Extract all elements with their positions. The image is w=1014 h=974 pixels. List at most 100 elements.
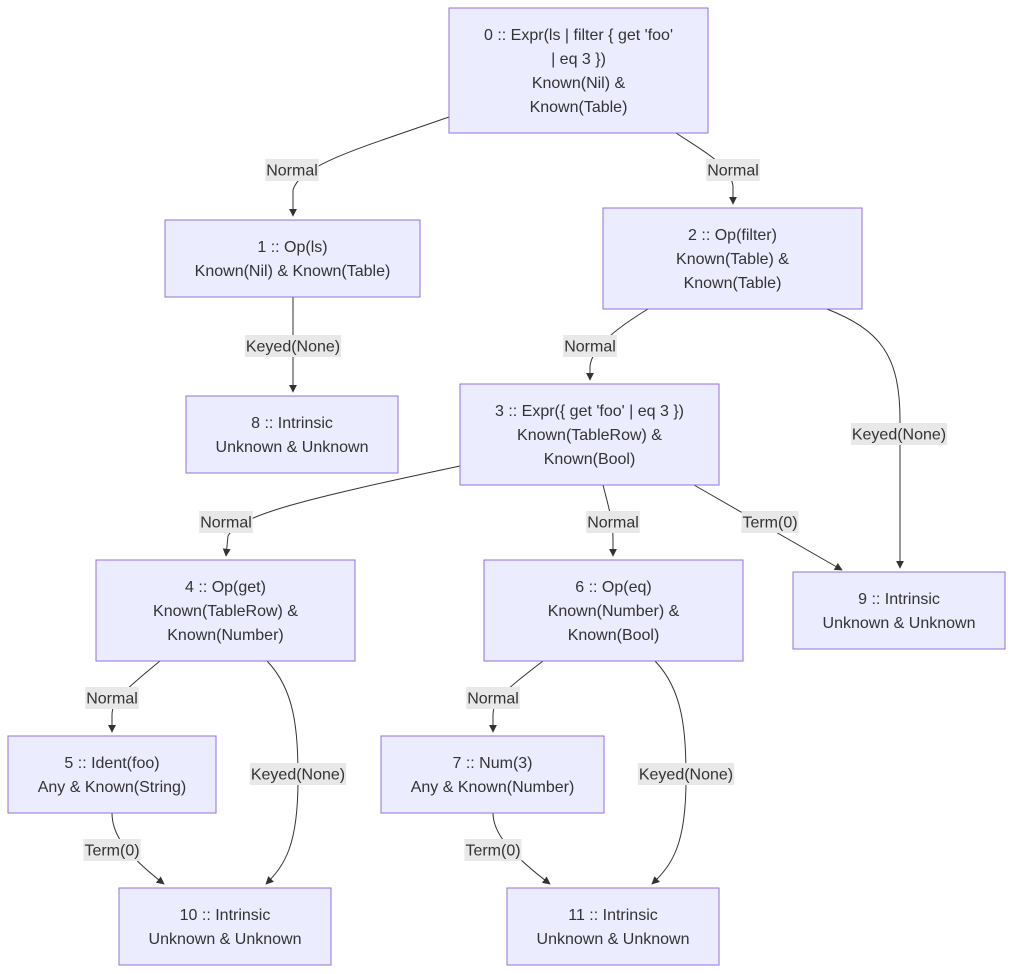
node-box — [7, 735, 217, 814]
node-box — [448, 7, 709, 134]
node-text-line: 3 :: Expr({ get 'foo' | eq 3 }) — [495, 403, 684, 420]
edge-label-n7-n11: Term(0) — [464, 839, 522, 861]
node-text-line: Known(Number) — [167, 627, 283, 644]
edge-label-background — [706, 159, 760, 181]
node-7: 7 :: Num(3)Any & Known(Number) — [380, 735, 605, 814]
edge-label-background — [466, 687, 520, 709]
node-5: 5 :: Ident(foo)Any & Known(String) — [7, 735, 217, 814]
node-text-line: 9 :: Intrinsic — [858, 591, 940, 608]
edge-label-text: Keyed(None) — [852, 427, 946, 444]
node-box — [380, 735, 605, 814]
node-box — [185, 395, 399, 474]
edge-label-background — [265, 159, 319, 181]
node-box — [483, 559, 744, 662]
node-text-line: Known(Bool) — [568, 627, 660, 644]
node-2: 2 :: Op(filter)Known(Table) &Known(Table… — [602, 207, 863, 310]
node-box — [95, 559, 356, 662]
edge-n3-n4 — [222, 465, 461, 557]
node-box — [602, 207, 863, 310]
edge-label-text: Term(0) — [742, 515, 797, 532]
node-text-line: Any & Known(Number) — [411, 779, 575, 796]
node-text-line: | eq 3 }) — [551, 51, 606, 68]
edge-label-n6-n7: Normal — [466, 687, 520, 709]
node-text-line: Known(Table) — [530, 99, 628, 116]
node-text-line: Unknown & Unknown — [823, 615, 976, 632]
edge-label-background — [741, 511, 799, 533]
node-text-line: 7 :: Num(3) — [452, 755, 532, 772]
node-text-line: Known(Table) & — [676, 251, 789, 268]
edge-label-n2-n9: Keyed(None) — [850, 423, 948, 445]
edge-label-text: Term(0) — [465, 843, 520, 860]
node-text-line: Known(Table) — [684, 275, 782, 292]
edge-label-text: Keyed(None) — [639, 767, 733, 784]
edge-label-background — [249, 763, 347, 785]
edge-label-background — [85, 687, 139, 709]
edge-label-background — [464, 839, 522, 861]
edge-label-n6-n11: Keyed(None) — [637, 763, 735, 785]
node-text-line: Unknown & Unknown — [216, 439, 369, 456]
edge-label-n4-n5: Normal — [85, 687, 139, 709]
node-3: 3 :: Expr({ get 'foo' | eq 3 })Known(Tab… — [459, 383, 720, 486]
node-text-line: Any & Known(String) — [38, 779, 187, 796]
edge-label-n0-n1: Normal — [265, 159, 319, 181]
edge-label-text: Normal — [707, 163, 759, 180]
edge-label-n3-n6: Normal — [586, 511, 640, 533]
edge-label-background — [83, 839, 141, 861]
node-6: 6 :: Op(eq)Known(Number) &Known(Bool) — [483, 559, 744, 662]
node-text-line: Known(Bool) — [544, 451, 636, 468]
edge-n2-n9 — [826, 308, 904, 569]
edge-label-text: Normal — [86, 691, 138, 708]
node-box — [459, 383, 720, 486]
edge-label-background — [586, 511, 640, 533]
node-text-line: Known(Number) & — [548, 603, 680, 620]
node-text-line: Unknown & Unknown — [149, 931, 302, 948]
node-text-line: 8 :: Intrinsic — [251, 415, 333, 432]
edge-label-text: Normal — [266, 163, 318, 180]
edge-label-background — [244, 335, 342, 357]
node-text-line: 4 :: Op(get) — [185, 579, 266, 596]
edge-label-background — [850, 423, 948, 445]
edge-label-text: Normal — [200, 515, 252, 532]
node-text-line: 1 :: Op(ls) — [257, 239, 327, 256]
nodes-layer: 0 :: Expr(ls | filter { get 'foo'| eq 3 … — [7, 7, 1006, 966]
edge-label-text: Normal — [564, 339, 616, 356]
node-box — [792, 571, 1006, 650]
node-4: 4 :: Op(get)Known(TableRow) &Known(Numbe… — [95, 559, 356, 662]
node-text-line: Known(Nil) & — [532, 75, 626, 92]
node-box — [506, 887, 720, 966]
node-text-line: Known(Nil) & Known(Table) — [195, 263, 391, 280]
node-text-line: 10 :: Intrinsic — [180, 907, 271, 924]
node-text-line: 0 :: Expr(ls | filter { get 'foo' — [484, 27, 673, 44]
edge-label-text: Keyed(None) — [251, 767, 345, 784]
node-1: 1 :: Op(ls)Known(Nil) & Known(Table) — [164, 219, 421, 298]
edge-label-n2-n3: Normal — [563, 335, 617, 357]
edge-label-background — [637, 763, 735, 785]
node-text-line: 11 :: Intrinsic — [568, 907, 658, 924]
edge-label-n5-n10: Term(0) — [83, 839, 141, 861]
node-text-line: Known(TableRow) & — [517, 427, 662, 444]
edge-label-n3-n9: Term(0) — [741, 511, 799, 533]
edge-label-n0-n2: Normal — [706, 159, 760, 181]
node-text-line: 5 :: Ident(foo) — [64, 755, 159, 772]
node-box — [164, 219, 421, 298]
edge-label-text: Normal — [587, 515, 639, 532]
node-0: 0 :: Expr(ls | filter { get 'foo'| eq 3 … — [448, 7, 709, 134]
edge-label-background — [199, 511, 253, 533]
node-text-line: 2 :: Op(filter) — [688, 227, 777, 244]
edge-label-n1-n8: Keyed(None) — [244, 335, 342, 357]
node-text-line: Known(TableRow) & — [153, 603, 298, 620]
edge-label-text: Term(0) — [84, 843, 139, 860]
node-text-line: 6 :: Op(eq) — [575, 579, 651, 596]
edge-label-n4-n10: Keyed(None) — [249, 763, 347, 785]
edge-label-background — [563, 335, 617, 357]
edge-label-text: Keyed(None) — [246, 339, 340, 356]
node-text-line: Unknown & Unknown — [537, 931, 690, 948]
edge-n0-n1 — [289, 116, 450, 217]
edge-label-n3-n4: Normal — [199, 511, 253, 533]
